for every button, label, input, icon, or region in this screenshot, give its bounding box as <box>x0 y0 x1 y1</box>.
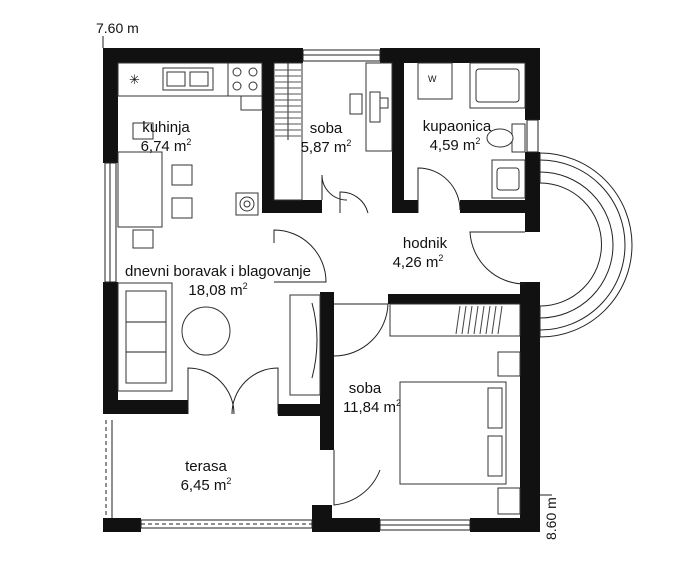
room-kupaonica-area: 4,59 m2 <box>430 136 481 154</box>
small-room-furniture <box>273 62 393 201</box>
room-labels: kuhinja 6,74 m2 soba 5,87 m2 kupaonica 4… <box>125 118 492 494</box>
room-soba-large-area: 11,84 m2 <box>343 398 401 416</box>
depth-dimension: 8.60 m <box>543 497 559 540</box>
cooktop-icon: ✳ <box>129 72 140 87</box>
kitchen-furniture: ✳ <box>117 62 263 249</box>
doors <box>187 167 526 506</box>
room-soba-small-area: 5,87 m2 <box>301 138 352 156</box>
room-dnevni-name: dnevni boravak i blagovanje <box>125 263 311 280</box>
room-terasa-name: terasa <box>185 458 227 475</box>
room-kuhinja-area: 6,74 m2 <box>141 137 192 155</box>
walls <box>103 48 540 532</box>
width-dimension: 7.60 m <box>96 20 139 36</box>
round-balcony <box>539 152 633 338</box>
room-kupaonica-name: kupaonica <box>423 118 492 135</box>
room-soba-small-name: soba <box>310 120 343 137</box>
room-soba-large-name: soba <box>349 380 382 397</box>
living-furniture <box>117 282 321 396</box>
room-hodnik-name: hodnik <box>403 235 448 252</box>
room-dnevni-area: 18,08 m2 <box>188 281 247 299</box>
room-kuhinja-name: kuhinja <box>142 119 190 136</box>
bedroom-furniture <box>389 303 521 515</box>
windows <box>104 49 539 531</box>
washer-label: W <box>428 74 437 84</box>
depth-dimension-group: 8.60 m <box>543 497 559 540</box>
room-hodnik-area: 4,26 m2 <box>393 253 444 271</box>
bath-fixtures: W <box>417 62 526 199</box>
room-terasa-area: 6,45 m2 <box>181 476 232 494</box>
